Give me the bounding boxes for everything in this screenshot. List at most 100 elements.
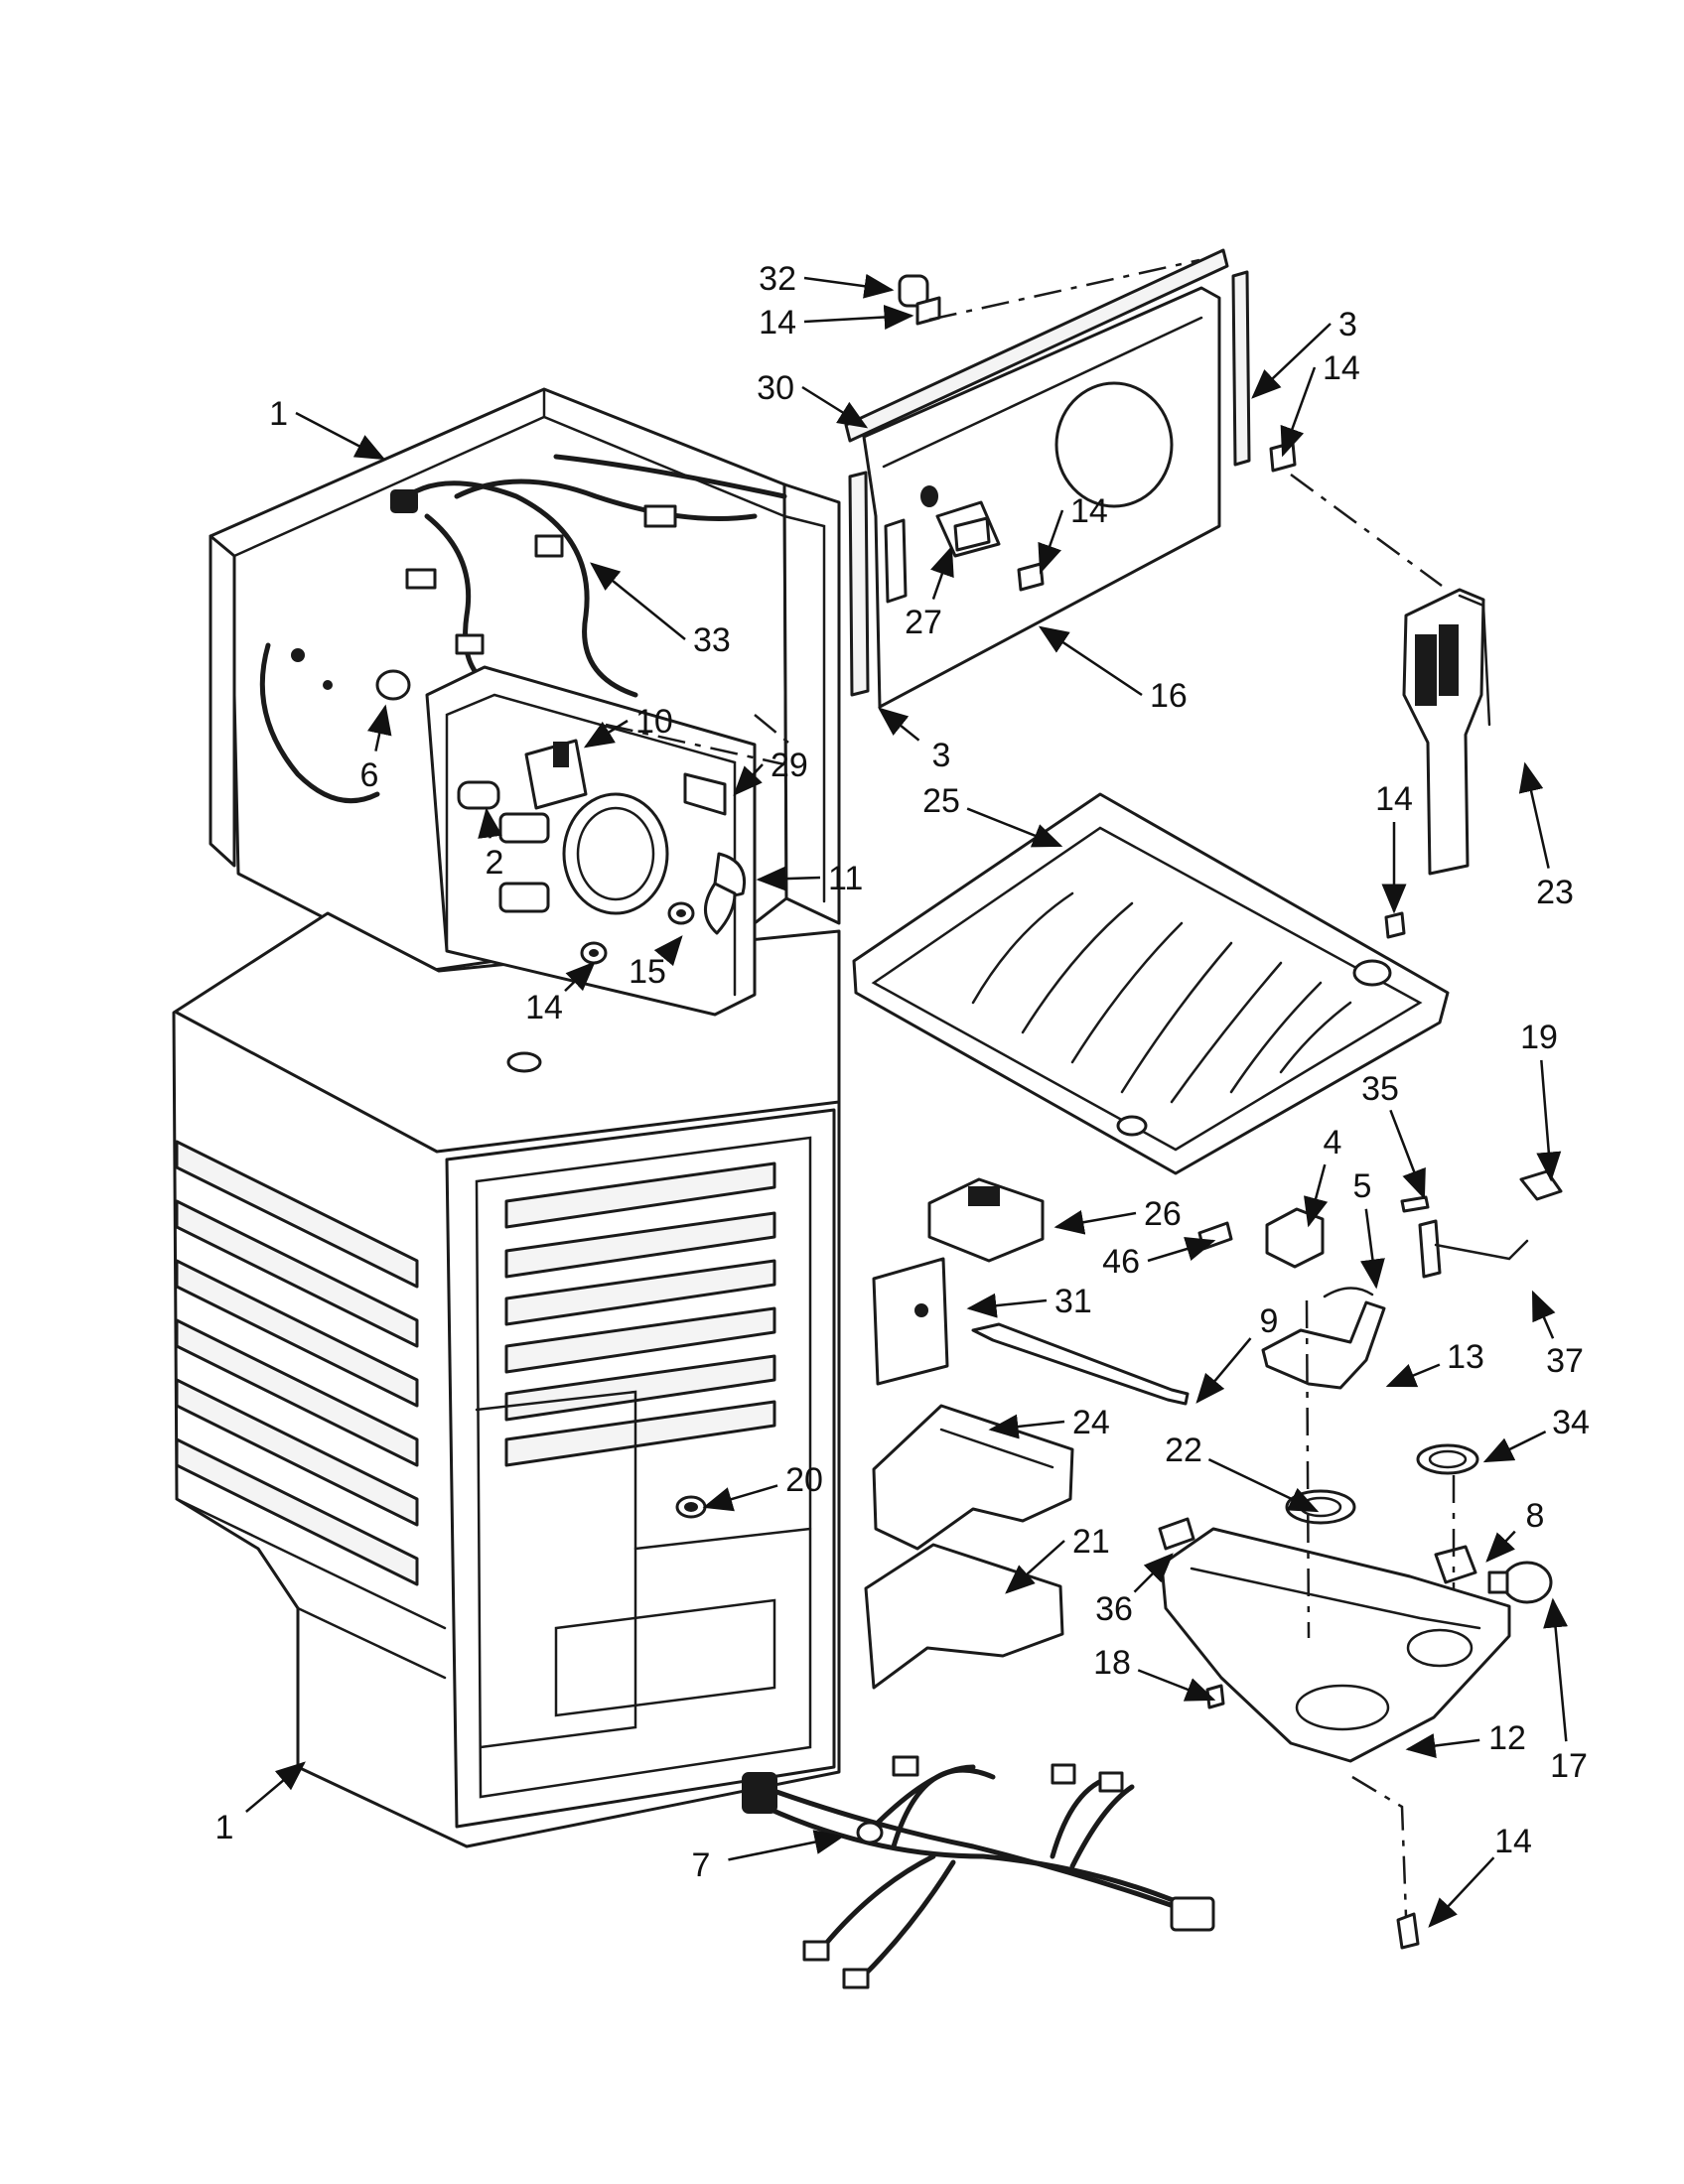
part-24-cover [872,1404,1074,1551]
part-29-damper [683,772,727,816]
callout-label-c-14f: 14 [1494,1823,1532,1860]
callout-label-c-14a: 14 [759,304,796,341]
callout-label-c-36: 36 [1095,1590,1133,1628]
callout-label-c-17: 17 [1550,1747,1588,1785]
callout-leader-c-14a [803,305,914,331]
part-15-screw [667,901,695,925]
part-20-grommet [675,1495,707,1519]
callout-leader-c-10 [583,719,629,749]
callout-label-c-32: 32 [759,260,796,298]
callout-leader-c-34 [1482,1431,1547,1463]
callout-label-c-6: 6 [360,756,379,794]
callout-leader-c-37 [1531,1290,1556,1339]
callout-label-c-1a: 1 [269,395,288,433]
part-26-control-box [927,1177,1045,1263]
callout-label-c-20: 20 [785,1461,823,1499]
callout-leader-c-23 [1518,761,1550,869]
callout-leader-c-32 [803,273,895,299]
callout-label-c-2: 2 [486,844,504,882]
callout-leader-c-1a [295,411,386,461]
callout-leader-c-15 [653,935,683,967]
control-housing [425,665,757,1017]
callout-leader-c-22 [1207,1457,1320,1513]
part-36-label [1158,1517,1195,1551]
callout-leader-c-14c [1038,509,1064,575]
callout-leader-c-3a [1251,323,1332,399]
callout-label-c-14c: 14 [1070,492,1108,530]
callout-leader-c-3b [878,707,920,742]
callout-label-c-31: 31 [1054,1283,1092,1320]
callout-leader-c-14f [1428,1856,1495,1928]
callout-label-c-15: 15 [629,953,666,991]
part-3-side-gasket-right [1231,270,1251,467]
part-8-lamp-socket [1434,1545,1477,1584]
callout-label-c-18: 18 [1093,1644,1131,1682]
callout-leader-c-27 [930,545,954,600]
callout-leader-c-16 [1038,625,1143,697]
callout-label-c-19: 19 [1520,1019,1558,1056]
callout-label-c-37: 37 [1546,1342,1584,1380]
callout-leader-c-12 [1405,1733,1480,1758]
callout-label-c-10: 10 [635,703,673,741]
callout-label-c-21: 21 [1072,1523,1110,1561]
part-11-fan-blade [704,852,746,935]
callout-label-c-8: 8 [1526,1497,1545,1535]
part-21-shield [864,1543,1064,1690]
callout-label-c-22: 22 [1165,1432,1202,1469]
callout-leader-c-25 [966,807,1063,848]
callout-label-c-26: 26 [1144,1195,1182,1233]
callout-label-c-46: 46 [1102,1243,1140,1281]
callout-label-c-24: 24 [1072,1404,1110,1441]
callout-leader-c-11 [756,866,821,891]
callout-leader-c-33 [590,562,686,640]
callout-leader-c-20 [702,1484,778,1512]
callout-leader-c-2 [478,807,502,839]
callout-label-c-3b: 3 [932,737,951,774]
callout-leader-c-17 [1543,1597,1569,1742]
callout-label-c-12: 12 [1488,1719,1526,1757]
callout-leader-c-13 [1385,1363,1441,1388]
part-18-pin [1205,1684,1225,1709]
part-22-grommet [1285,1489,1356,1525]
part-14-screw-housing [580,941,608,965]
callout-label-c-35: 35 [1361,1070,1399,1108]
part-13-light-housing [1261,1300,1386,1390]
callout-leader-c-26 [1053,1209,1137,1235]
callout-leader-c-5 [1360,1208,1385,1290]
part-7-wire-harness [742,1755,1215,1989]
callout-leader-c-29 [733,763,764,796]
callout-label-c-33: 33 [693,621,731,659]
callout-leader-c-24 [988,1414,1065,1439]
part-14-screw-panel [1017,562,1045,592]
part-23-duct-cover [1402,588,1491,876]
callout-label-c-4: 4 [1324,1124,1342,1161]
part-14-screw-right [1269,441,1297,473]
callout-leader-c-14e [564,961,596,993]
part-37-wire-switch [1418,1219,1529,1279]
part-27-switch [953,516,991,552]
part-14-screw-bottom [1396,1912,1420,1950]
callout-label-c-14e: 14 [525,989,563,1026]
callout-leader-c-6 [367,704,392,751]
part-17-bulb [1487,1561,1553,1604]
part-16-rear-panel [862,286,1221,709]
callout-label-c-25: 25 [922,782,960,820]
callout-leader-c-14b [1280,366,1317,458]
part-12-control-tray [1160,1527,1511,1763]
callout-label-c-14b: 14 [1323,349,1360,387]
part-46-clip [1197,1221,1233,1251]
callout-label-c-5: 5 [1353,1167,1372,1205]
part-30-top-gasket [844,248,1229,443]
callout-label-c-27: 27 [905,604,942,641]
callout-label-c-7: 7 [692,1846,711,1884]
callout-label-c-14d: 14 [1375,780,1413,818]
callout-leader-c-36 [1133,1553,1174,1593]
part-19-connector [1519,1169,1563,1201]
callout-leader-c-7 [728,1830,845,1861]
assembly-lines [605,258,1456,1917]
callout-leader-c-46 [1147,1237,1216,1263]
callout-leader-c-1b [245,1761,306,1813]
callout-label-c-3a: 3 [1338,306,1357,343]
